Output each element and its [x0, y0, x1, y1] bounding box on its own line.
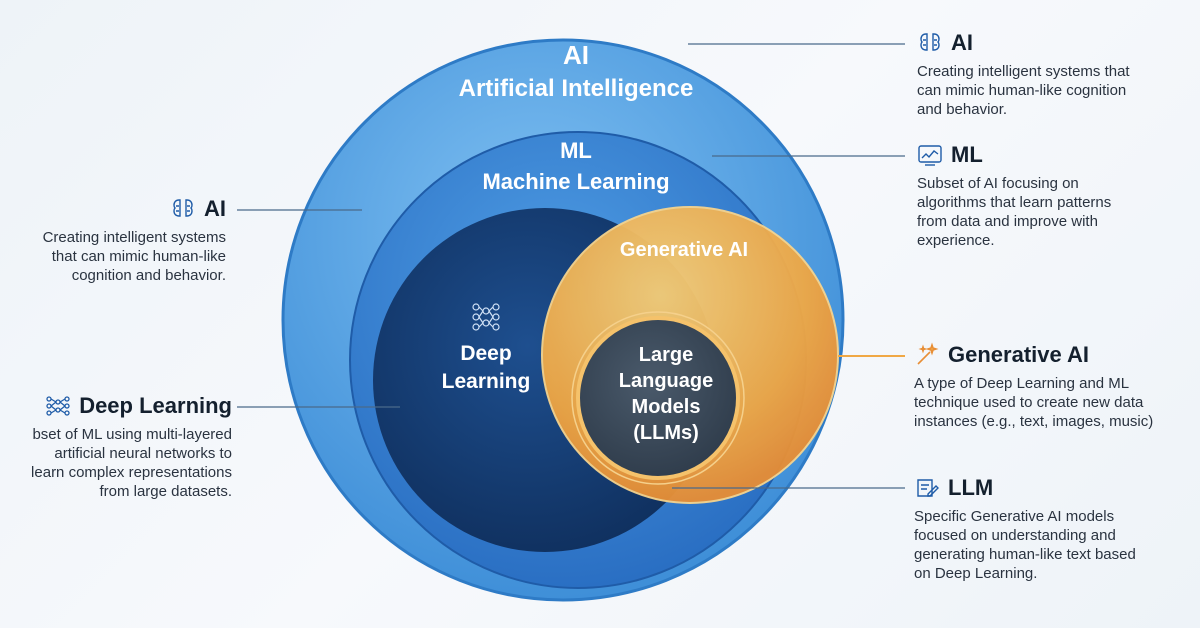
- callout-ai-right: AI Creating intelligent systems that can…: [917, 30, 1187, 119]
- edit-note-icon: [914, 475, 940, 501]
- callout-ai-left-line: Creating intelligent systems: [42, 229, 226, 246]
- callout-genai-right-title: Generative AI: [948, 342, 1090, 367]
- llm-label-line1: Large: [639, 344, 693, 366]
- callout-ml-right-line: from data and improve with: [917, 213, 1098, 230]
- callout-ml-right-line: experience.: [917, 232, 995, 249]
- callout-ai-right-line: can mimic human-like cognition: [917, 82, 1127, 99]
- callout-dl-left-title: Deep Learning: [79, 393, 232, 418]
- callout-ai-right-title: AI: [951, 30, 973, 55]
- llm-circle: [576, 316, 740, 480]
- ml-full: Machine Learning: [482, 169, 669, 194]
- magic-wand-icon: [914, 342, 940, 368]
- brain-icon: [170, 196, 196, 222]
- callout-ml-right-line: Subset of AI focusing on: [917, 175, 1079, 192]
- llm-label-line3: Models: [632, 396, 701, 418]
- neural-network-icon: [472, 303, 500, 331]
- brain-icon: [917, 30, 943, 56]
- ml-abbr: ML: [560, 138, 592, 163]
- callout-ai-left: AI Creating intelligent systems that can…: [0, 196, 226, 285]
- callout-ai-right-line: Creating intelligent systems that: [917, 63, 1130, 80]
- genai-label: Generative AI: [620, 239, 748, 261]
- llm-label-line4: (LLMs): [633, 422, 699, 444]
- callout-ml-right: ML Subset of AI focusing on algorithms t…: [917, 142, 1187, 250]
- callout-ai-left-line: that can mimic human-like: [51, 248, 226, 265]
- callout-llm-right-line: Specific Generative AI models: [914, 508, 1115, 525]
- callout-llm-right-title: LLM: [948, 475, 994, 500]
- callout-ai-right-line: and behavior.: [917, 101, 1008, 118]
- callout-ml-right-title: ML: [951, 142, 983, 167]
- llm-label-line2: Language: [619, 370, 713, 392]
- callout-genai-right-line: A type of Deep Learning and ML: [914, 375, 1130, 392]
- dl-label-line1: Deep: [460, 342, 511, 365]
- callout-llm-right-line: focused on understanding and: [914, 527, 1116, 544]
- neural-network-icon: [45, 393, 71, 419]
- llm-ring: [571, 311, 745, 485]
- callout-llm-right-line: generating human-like text based: [914, 546, 1136, 563]
- callout-genai-right-line: technique used to create new data: [914, 394, 1144, 411]
- callout-llm-right: LLM Specific Generative AI models focuse…: [914, 475, 1200, 583]
- callout-genai-right: Generative AI A type of Deep Learning an…: [914, 342, 1200, 431]
- callout-dl-left: Deep Learning bset of ML using multi-lay…: [0, 393, 232, 501]
- ai-abbr: AI: [563, 40, 589, 70]
- callout-ai-left-line: cognition and behavior.: [71, 267, 226, 284]
- ai-full: Artificial Intelligence: [459, 75, 694, 102]
- callout-dl-left-line: bset of ML using multi-layered: [32, 426, 232, 443]
- callout-genai-right-line: instances (e.g., text, images, music): [914, 413, 1154, 430]
- callout-ml-right-line: algorithms that learn patterns: [917, 194, 1112, 211]
- callout-dl-left-line: artificial neural networks to: [54, 445, 232, 462]
- dl-label-line2: Learning: [442, 370, 531, 393]
- callout-ai-left-title: AI: [204, 196, 226, 221]
- callout-dl-left-line: learn complex representations: [31, 464, 232, 481]
- callout-dl-left-line: from large datasets.: [99, 483, 232, 500]
- chart-icon: [917, 142, 943, 168]
- callout-llm-right-line: on Deep Learning.: [914, 565, 1038, 582]
